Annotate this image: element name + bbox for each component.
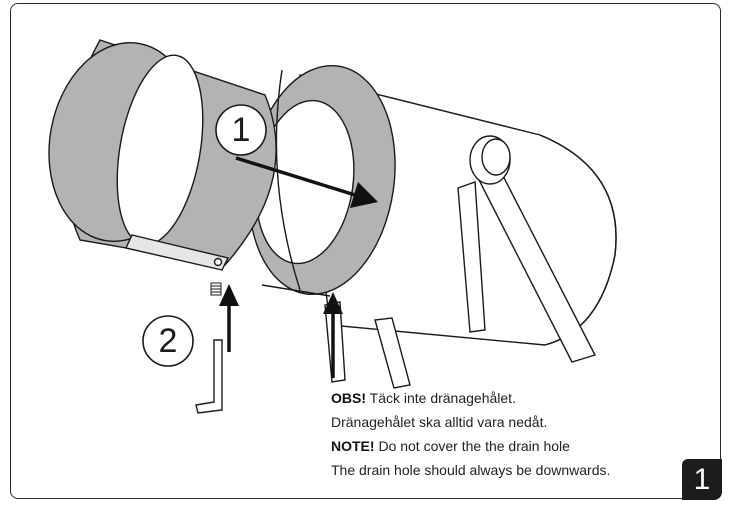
inner-shade-ring — [248, 64, 396, 297]
page-frame — [10, 3, 721, 499]
note-swedish-bold: OBS! — [331, 390, 366, 406]
arrow-step-1 — [235, 156, 378, 208]
note-english-2: The drain hole should always be downward… — [331, 462, 611, 478]
step-2-label: 2 — [158, 322, 178, 360]
outer-shade-sleeve — [48, 39, 277, 271]
note-swedish-2: Dränagehålet ska alltid vara nedåt. — [331, 414, 548, 430]
note-english-text: Do not cover the the drain hole — [374, 438, 570, 454]
drain-hole-notes: OBS! Täck inte dränagehålet. Dränagehåle… — [331, 386, 610, 482]
note-english-1: NOTE! Do not cover the the drain hole — [331, 434, 610, 458]
arrow-step-2 — [219, 284, 239, 352]
note-english-bold: NOTE! — [331, 438, 375, 454]
step-1-circle — [215, 104, 267, 156]
note-swedish-1: OBS! Täck inte dränagehålet. — [331, 386, 610, 410]
page-number-badge: 1 — [682, 459, 722, 500]
arrow-drain-hole — [323, 292, 343, 378]
note-swedish-text: Täck inte dränagehålet. — [366, 390, 516, 406]
step-2-circle — [142, 315, 194, 367]
allen-key-icon — [195, 339, 223, 414]
set-screw-icon — [210, 282, 222, 296]
step-1-label: 1 — [231, 111, 251, 149]
